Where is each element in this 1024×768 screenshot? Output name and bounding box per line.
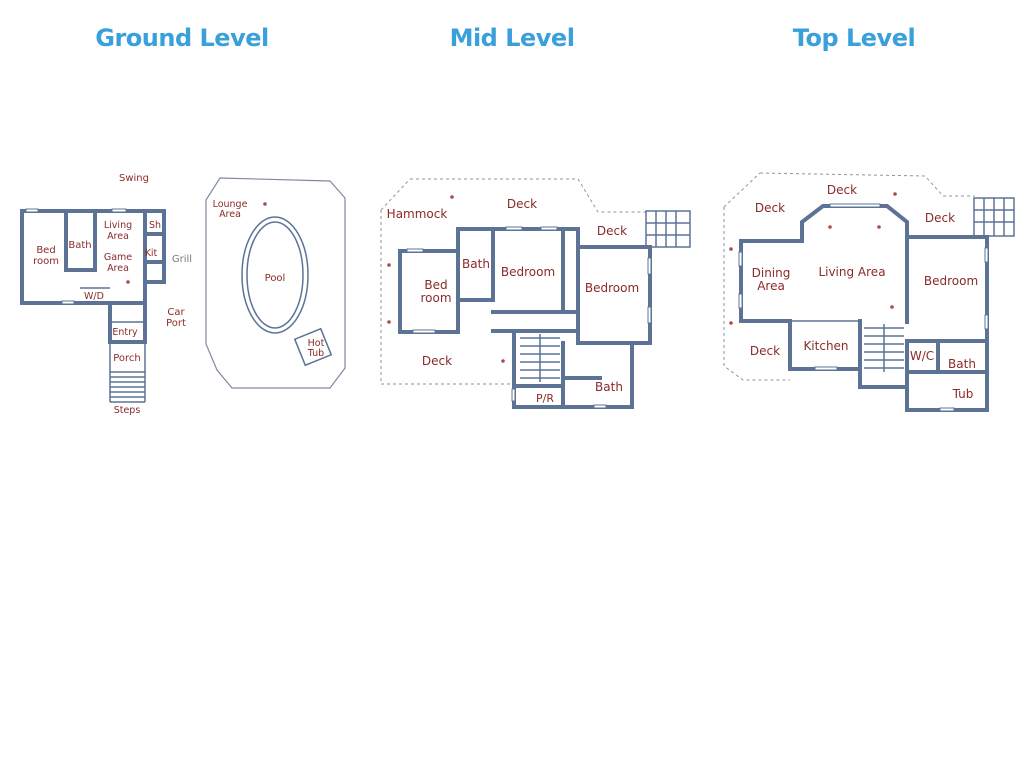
ground-game-label-2: Area: [107, 263, 129, 274]
mid-pr-label: P/R: [536, 392, 554, 405]
mid-bedroom-left-label-1: Bed: [424, 278, 447, 292]
top-deck-right-label: Deck: [925, 211, 955, 225]
ground-living-label-1: Living: [104, 220, 132, 231]
top-exterior-stairs: [973, 197, 1015, 237]
ground-swing-label: Swing: [119, 173, 149, 184]
top-bath-label: Bath: [948, 357, 976, 371]
ground-lounge-label-1: Lounge: [213, 199, 248, 210]
mid-deck-top-label: Deck: [507, 197, 537, 211]
mid-bedroom-left-label-2: room: [420, 291, 451, 305]
ground-bedroom-label-2: room: [33, 256, 59, 267]
mid-deck-bottom-label: Deck: [422, 354, 452, 368]
ground-level-plan: Swing Bed room Bath Living Area Sh Game …: [20, 173, 346, 416]
mid-bath-bottom-label: Bath: [595, 380, 623, 394]
top-living-label: Living Area: [818, 265, 885, 279]
ground-level-title: Ground Level: [95, 24, 269, 52]
ground-hottub-label-1: Hot: [308, 338, 325, 349]
mid-level-plan: Hammock Deck Deck Bed room Bath Bedroom …: [380, 178, 691, 409]
top-kitchen-label: Kitchen: [803, 339, 848, 353]
ground-pool-label: Pool: [265, 273, 286, 284]
ground-wd-label: W/D: [84, 291, 104, 302]
ground-carport-label-2: Port: [166, 318, 186, 329]
ground-game-label-1: Game: [104, 252, 132, 263]
ground-living-label-2: Area: [107, 231, 129, 242]
top-wc-label: W/C: [910, 349, 934, 363]
ground-steps-label: Steps: [114, 405, 141, 416]
ground-porch-label: Porch: [113, 353, 141, 364]
ground-steps: [109, 372, 146, 403]
ground-lounge-label-2: Area: [219, 209, 241, 220]
mid-interior-stairs: [520, 334, 560, 382]
top-deck-top-label: Deck: [827, 183, 857, 197]
mid-exterior-stairs: [645, 210, 691, 248]
ground-carport-label-1: Car: [167, 307, 185, 318]
top-deck-left-label: Deck: [755, 201, 785, 215]
mid-deck-right-label: Deck: [597, 224, 627, 238]
top-level-title: Top Level: [792, 24, 916, 52]
mid-bath-small-label: Bath: [462, 257, 490, 271]
mid-level-title: Mid Level: [449, 24, 575, 52]
top-dining-label-2: Area: [757, 279, 785, 293]
ground-kitchen-label: Kit: [145, 248, 158, 259]
ground-grill-label: Grill: [172, 254, 192, 265]
mid-bedroom-right-label: Bedroom: [585, 281, 639, 295]
ground-bedroom-label-1: Bed: [36, 245, 55, 256]
mid-hammock-label: Hammock: [387, 207, 448, 221]
top-dining-label-1: Dining: [752, 266, 791, 280]
top-interior-stairs: [864, 324, 904, 372]
ground-shower-label: Sh: [149, 220, 161, 231]
top-bedroom-label: Bedroom: [924, 274, 978, 288]
ground-entry-label: Entry: [112, 327, 138, 338]
mid-bedroom-center-label: Bedroom: [501, 265, 555, 279]
ground-hottub-label-2: Tub: [307, 348, 324, 359]
top-deck-bottom-label: Deck: [750, 344, 780, 358]
top-tub-label: Tub: [952, 387, 974, 401]
ground-bath-label: Bath: [68, 240, 91, 251]
top-level-plan: Deck Deck Deck Dining Area Living Area B…: [723, 172, 1015, 412]
